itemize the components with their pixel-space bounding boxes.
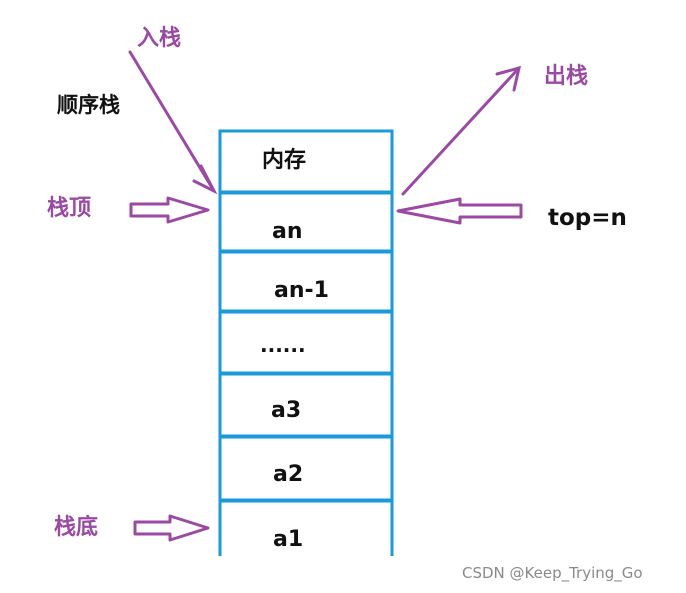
push-arrow xyxy=(128,50,218,195)
stack-cell-a1 xyxy=(218,499,394,556)
cell-text-a2: a2 xyxy=(273,462,304,487)
watermark: CSDN @Keep_Trying_Go xyxy=(462,564,643,582)
cell-text-memory: 内存 xyxy=(262,148,307,173)
stack-cell-a2 xyxy=(218,435,394,502)
cell-text-a1: a1 xyxy=(273,527,304,552)
stack-cell-an xyxy=(218,191,394,253)
stack-cell-ellipsis xyxy=(218,310,394,375)
diagram-title: 顺序栈 xyxy=(57,93,120,117)
push-label: 入栈 xyxy=(137,26,182,51)
stack-cells xyxy=(218,129,394,556)
stack-top-arrow xyxy=(129,196,210,224)
stack-cell-a3 xyxy=(218,372,394,438)
pop-label: 出栈 xyxy=(544,64,589,89)
cell-text-an: an xyxy=(272,219,303,244)
top-pointer-label: top=n xyxy=(548,205,627,231)
cell-text-an-1: an-1 xyxy=(274,278,329,303)
stack-bottom-label: 栈底 xyxy=(54,515,99,540)
cell-text-a3: a3 xyxy=(271,398,302,423)
pop-arrow xyxy=(401,65,522,196)
stack-bottom-arrow xyxy=(133,514,210,542)
cell-text-ellipsis: ...... xyxy=(260,333,306,357)
stack-top-label: 栈顶 xyxy=(47,196,92,221)
top-pointer-arrow xyxy=(396,197,523,225)
